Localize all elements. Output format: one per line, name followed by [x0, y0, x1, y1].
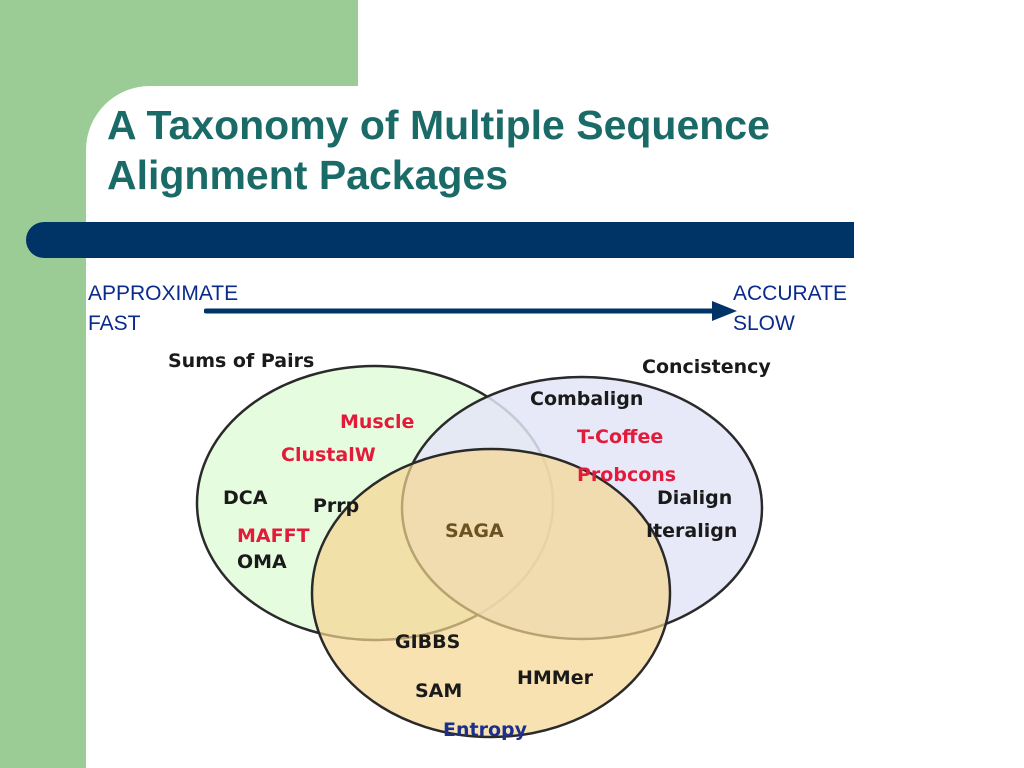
- venn-diagram: Sums of Pairs Concistency Entropy Muscle…: [168, 350, 771, 741]
- entropy-circle: [310, 447, 672, 739]
- title-underline-bar: [26, 222, 854, 258]
- axis-right-label: ACCURATE SLOW: [733, 279, 847, 339]
- package-mafft: MAFFT: [237, 525, 310, 547]
- set-label-consistency: Concistency: [642, 356, 771, 378]
- speed-accuracy-arrow: [204, 301, 737, 321]
- package-gibbs: GIBBS: [395, 631, 460, 653]
- package-probcons: Probcons: [577, 464, 676, 486]
- package-clustalw: ClustalW: [281, 444, 376, 466]
- package-dialign: Dialign: [657, 487, 732, 509]
- package-tcoffee: T-Coffee: [577, 426, 663, 448]
- package-combalign: Combalign: [530, 388, 643, 410]
- package-saga: SAGA: [445, 520, 504, 542]
- package-oma: OMA: [237, 551, 287, 573]
- axis-right-accurate: ACCURATE: [733, 282, 847, 305]
- package-hmmer: HMMer: [517, 667, 594, 689]
- slide-title: A Taxonomy of Multiple Sequence Alignmen…: [107, 102, 770, 198]
- package-iteralign: Iteralign: [646, 520, 737, 542]
- set-label-sums-of-pairs: Sums of Pairs: [168, 350, 314, 372]
- set-label-entropy: Entropy: [443, 719, 528, 741]
- axis-left-label: APPROXIMATE FAST: [88, 279, 238, 339]
- package-prrp: Prrp: [313, 495, 359, 517]
- package-muscle: Muscle: [340, 411, 414, 433]
- axis-right-slow: SLOW: [733, 312, 795, 335]
- axis-left-approximate: APPROXIMATE: [88, 282, 239, 305]
- green-side-strip: [0, 0, 86, 768]
- package-sam: SAM: [415, 680, 462, 702]
- package-dca: DCA: [223, 487, 268, 509]
- axis-left-fast: FAST: [88, 312, 141, 335]
